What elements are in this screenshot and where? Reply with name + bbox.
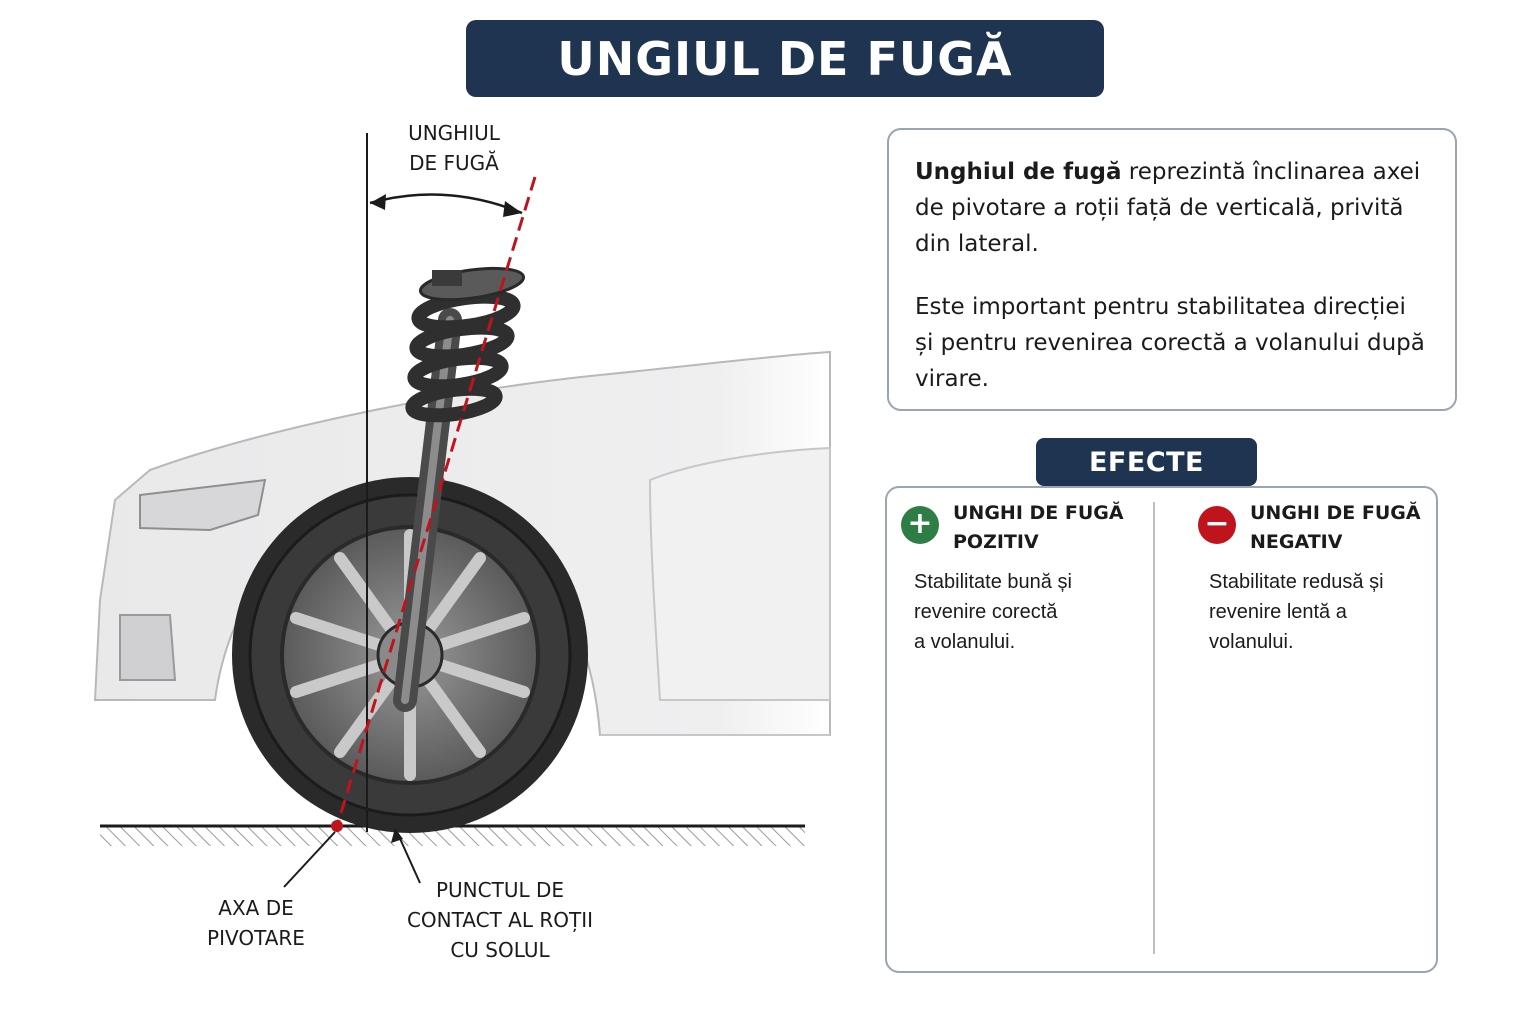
fog-light-icon bbox=[119, 614, 177, 681]
pivot-axis-line bbox=[335, 176, 537, 827]
definition-term: Unghiul de fugă bbox=[915, 159, 1122, 185]
strut-icon bbox=[393, 266, 526, 712]
effects-heading-pill: EFECTE bbox=[1036, 438, 1257, 486]
pivot-point bbox=[331, 820, 343, 832]
minus-icon: − bbox=[1198, 506, 1236, 544]
effects-panel bbox=[885, 486, 1438, 973]
caster-angle-arc bbox=[369, 193, 523, 217]
negative-caster-description: Stabilitate redusă și revenire lentă a v… bbox=[1209, 571, 1384, 653]
door-panel bbox=[648, 446, 831, 701]
pivot-axis-label: AXA DE PIVOTARE bbox=[207, 896, 305, 950]
effects-heading: EFECTE bbox=[1088, 446, 1204, 478]
contact-point-label: PUNCTUL DE CONTACT AL ROȚII CU SOLUL bbox=[406, 878, 594, 962]
plus-icon: + bbox=[901, 506, 939, 544]
positive-caster-description: Stabilitate bună și revenire corectă a v… bbox=[914, 571, 1072, 653]
angle-label: UNGHIUL DE FUGĂ bbox=[408, 121, 500, 175]
negative-caster-title: UNGHI DE FUGĂ NEGATIV bbox=[1250, 502, 1421, 553]
definition-box: Unghiul de fugă reprezintă înclinarea ax… bbox=[887, 128, 1457, 411]
car-front bbox=[93, 350, 831, 736]
definition-text: Unghiul de fugă reprezintă înclinarea ax… bbox=[915, 154, 1431, 262]
effects-divider bbox=[1153, 502, 1155, 954]
contact-leader-line bbox=[396, 831, 421, 884]
positive-caster-title: UNGHI DE FUGĂ POZITIV bbox=[953, 502, 1124, 553]
definition-body: reprezintă înclinarea axei de pivotare a… bbox=[915, 159, 1421, 257]
title-banner: UNGIUL DE FUGĂ bbox=[466, 20, 1104, 97]
page-title: UNGIUL DE FUGĂ bbox=[557, 31, 1013, 86]
importance-text: Este important pentru stabilitatea direc… bbox=[915, 294, 1425, 392]
ground bbox=[100, 824, 805, 846]
axis-leader-line bbox=[283, 831, 336, 888]
headlight-icon bbox=[139, 478, 267, 532]
